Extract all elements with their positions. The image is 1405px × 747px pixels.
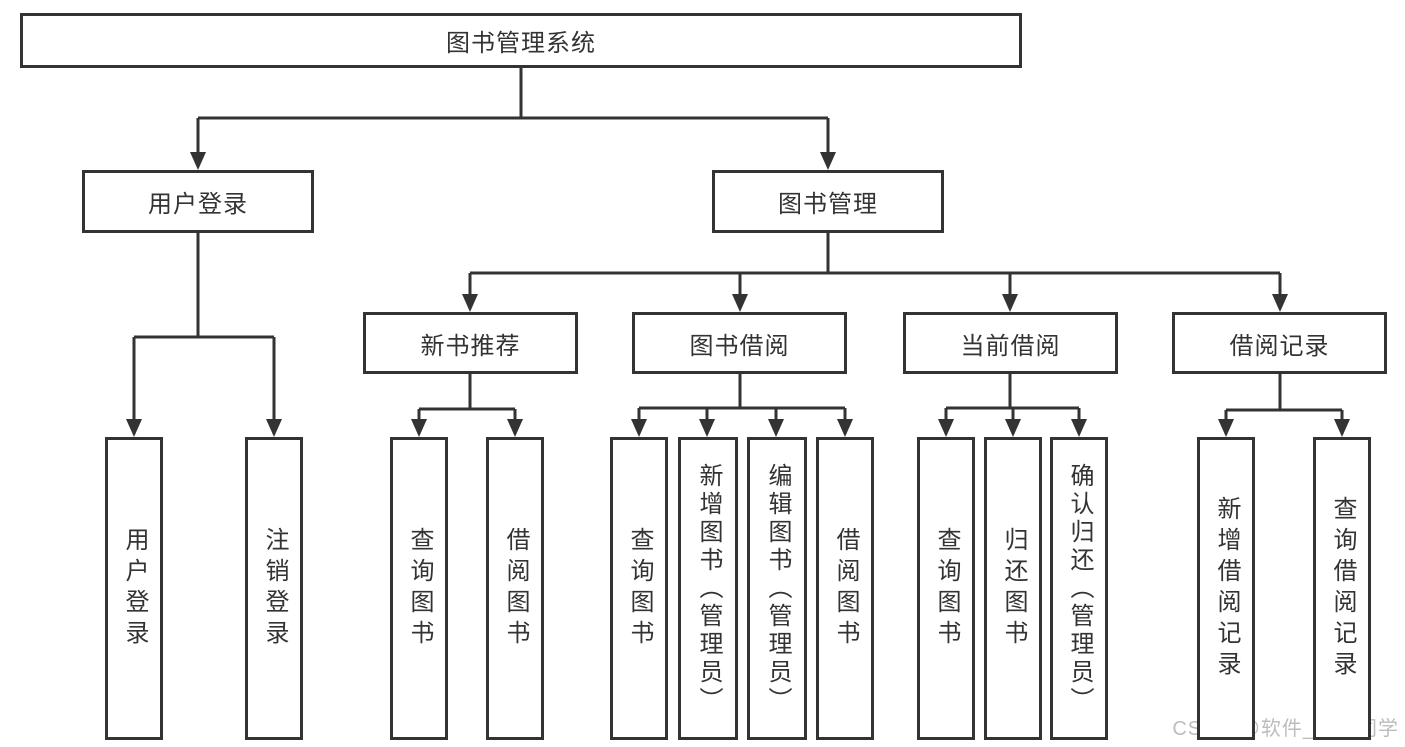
leaf-records-query-record: 查询借阅记录: [1313, 437, 1371, 740]
leaf-logout-label: 注销登录: [261, 526, 288, 651]
leaf-recommend-borrow-books: 借阅图书: [486, 437, 544, 740]
leaf-recommend-query-books-label: 查询图书: [406, 526, 433, 651]
node-current-borrow-label: 当前借阅: [960, 332, 1061, 360]
node-current-borrow: 当前借阅: [903, 312, 1118, 374]
leaf-records-query-record-label: 查询借阅记录: [1329, 495, 1356, 682]
leaf-logout: 注销登录: [245, 437, 303, 740]
node-book-borrow-label: 图书借阅: [689, 332, 790, 360]
leaf-borrow-add-books-admin: 新增图书（管理员）: [678, 437, 738, 740]
leaf-current-return-books: 归还图书: [984, 437, 1042, 740]
leaf-recommend-borrow-books-label: 借阅图书: [502, 526, 529, 651]
node-borrow-records: 借阅记录: [1172, 312, 1387, 374]
leaf-current-query-books: 查询图书: [917, 437, 975, 740]
leaf-borrow-edit-books-admin: 编辑图书（管理员）: [747, 437, 807, 740]
node-root-label: 图书管理系统: [446, 30, 596, 57]
node-user-login-label: 用户登录: [148, 191, 248, 218]
leaf-current-query-books-label: 查询图书: [933, 526, 960, 651]
leaf-borrow-query-books-label: 查询图书: [626, 526, 653, 651]
leaf-current-confirm-return-admin-label: 确认归还（管理员）: [1066, 462, 1093, 715]
leaf-borrow-borrow-books-label: 借阅图书: [832, 526, 859, 651]
leaf-borrow-query-books: 查询图书: [610, 437, 668, 740]
leaf-borrow-borrow-books: 借阅图书: [816, 437, 874, 740]
leaf-user-login-label: 用户登录: [121, 526, 148, 651]
node-book-management-label: 图书管理: [778, 191, 878, 218]
leaf-borrow-edit-books-admin-label: 编辑图书（管理员）: [764, 462, 791, 715]
leaf-current-return-books-label: 归还图书: [1000, 526, 1027, 651]
node-book-borrow: 图书借阅: [632, 312, 847, 374]
node-new-book-recommend: 新书推荐: [363, 312, 578, 374]
leaf-user-login: 用户登录: [105, 437, 163, 740]
leaf-current-confirm-return-admin: 确认归还（管理员）: [1050, 437, 1108, 740]
leaf-records-add-record-label: 新增借阅记录: [1213, 495, 1240, 682]
node-user-login: 用户登录: [82, 170, 314, 233]
leaf-recommend-query-books: 查询图书: [390, 437, 448, 740]
node-new-book-recommend-label: 新书推荐: [420, 332, 521, 360]
node-root: 图书管理系统: [20, 13, 1022, 68]
leaf-records-add-record: 新增借阅记录: [1197, 437, 1255, 740]
node-book-management: 图书管理: [712, 170, 944, 233]
node-borrow-records-label: 借阅记录: [1229, 332, 1330, 360]
leaf-borrow-add-books-admin-label: 新增图书（管理员）: [695, 462, 722, 715]
